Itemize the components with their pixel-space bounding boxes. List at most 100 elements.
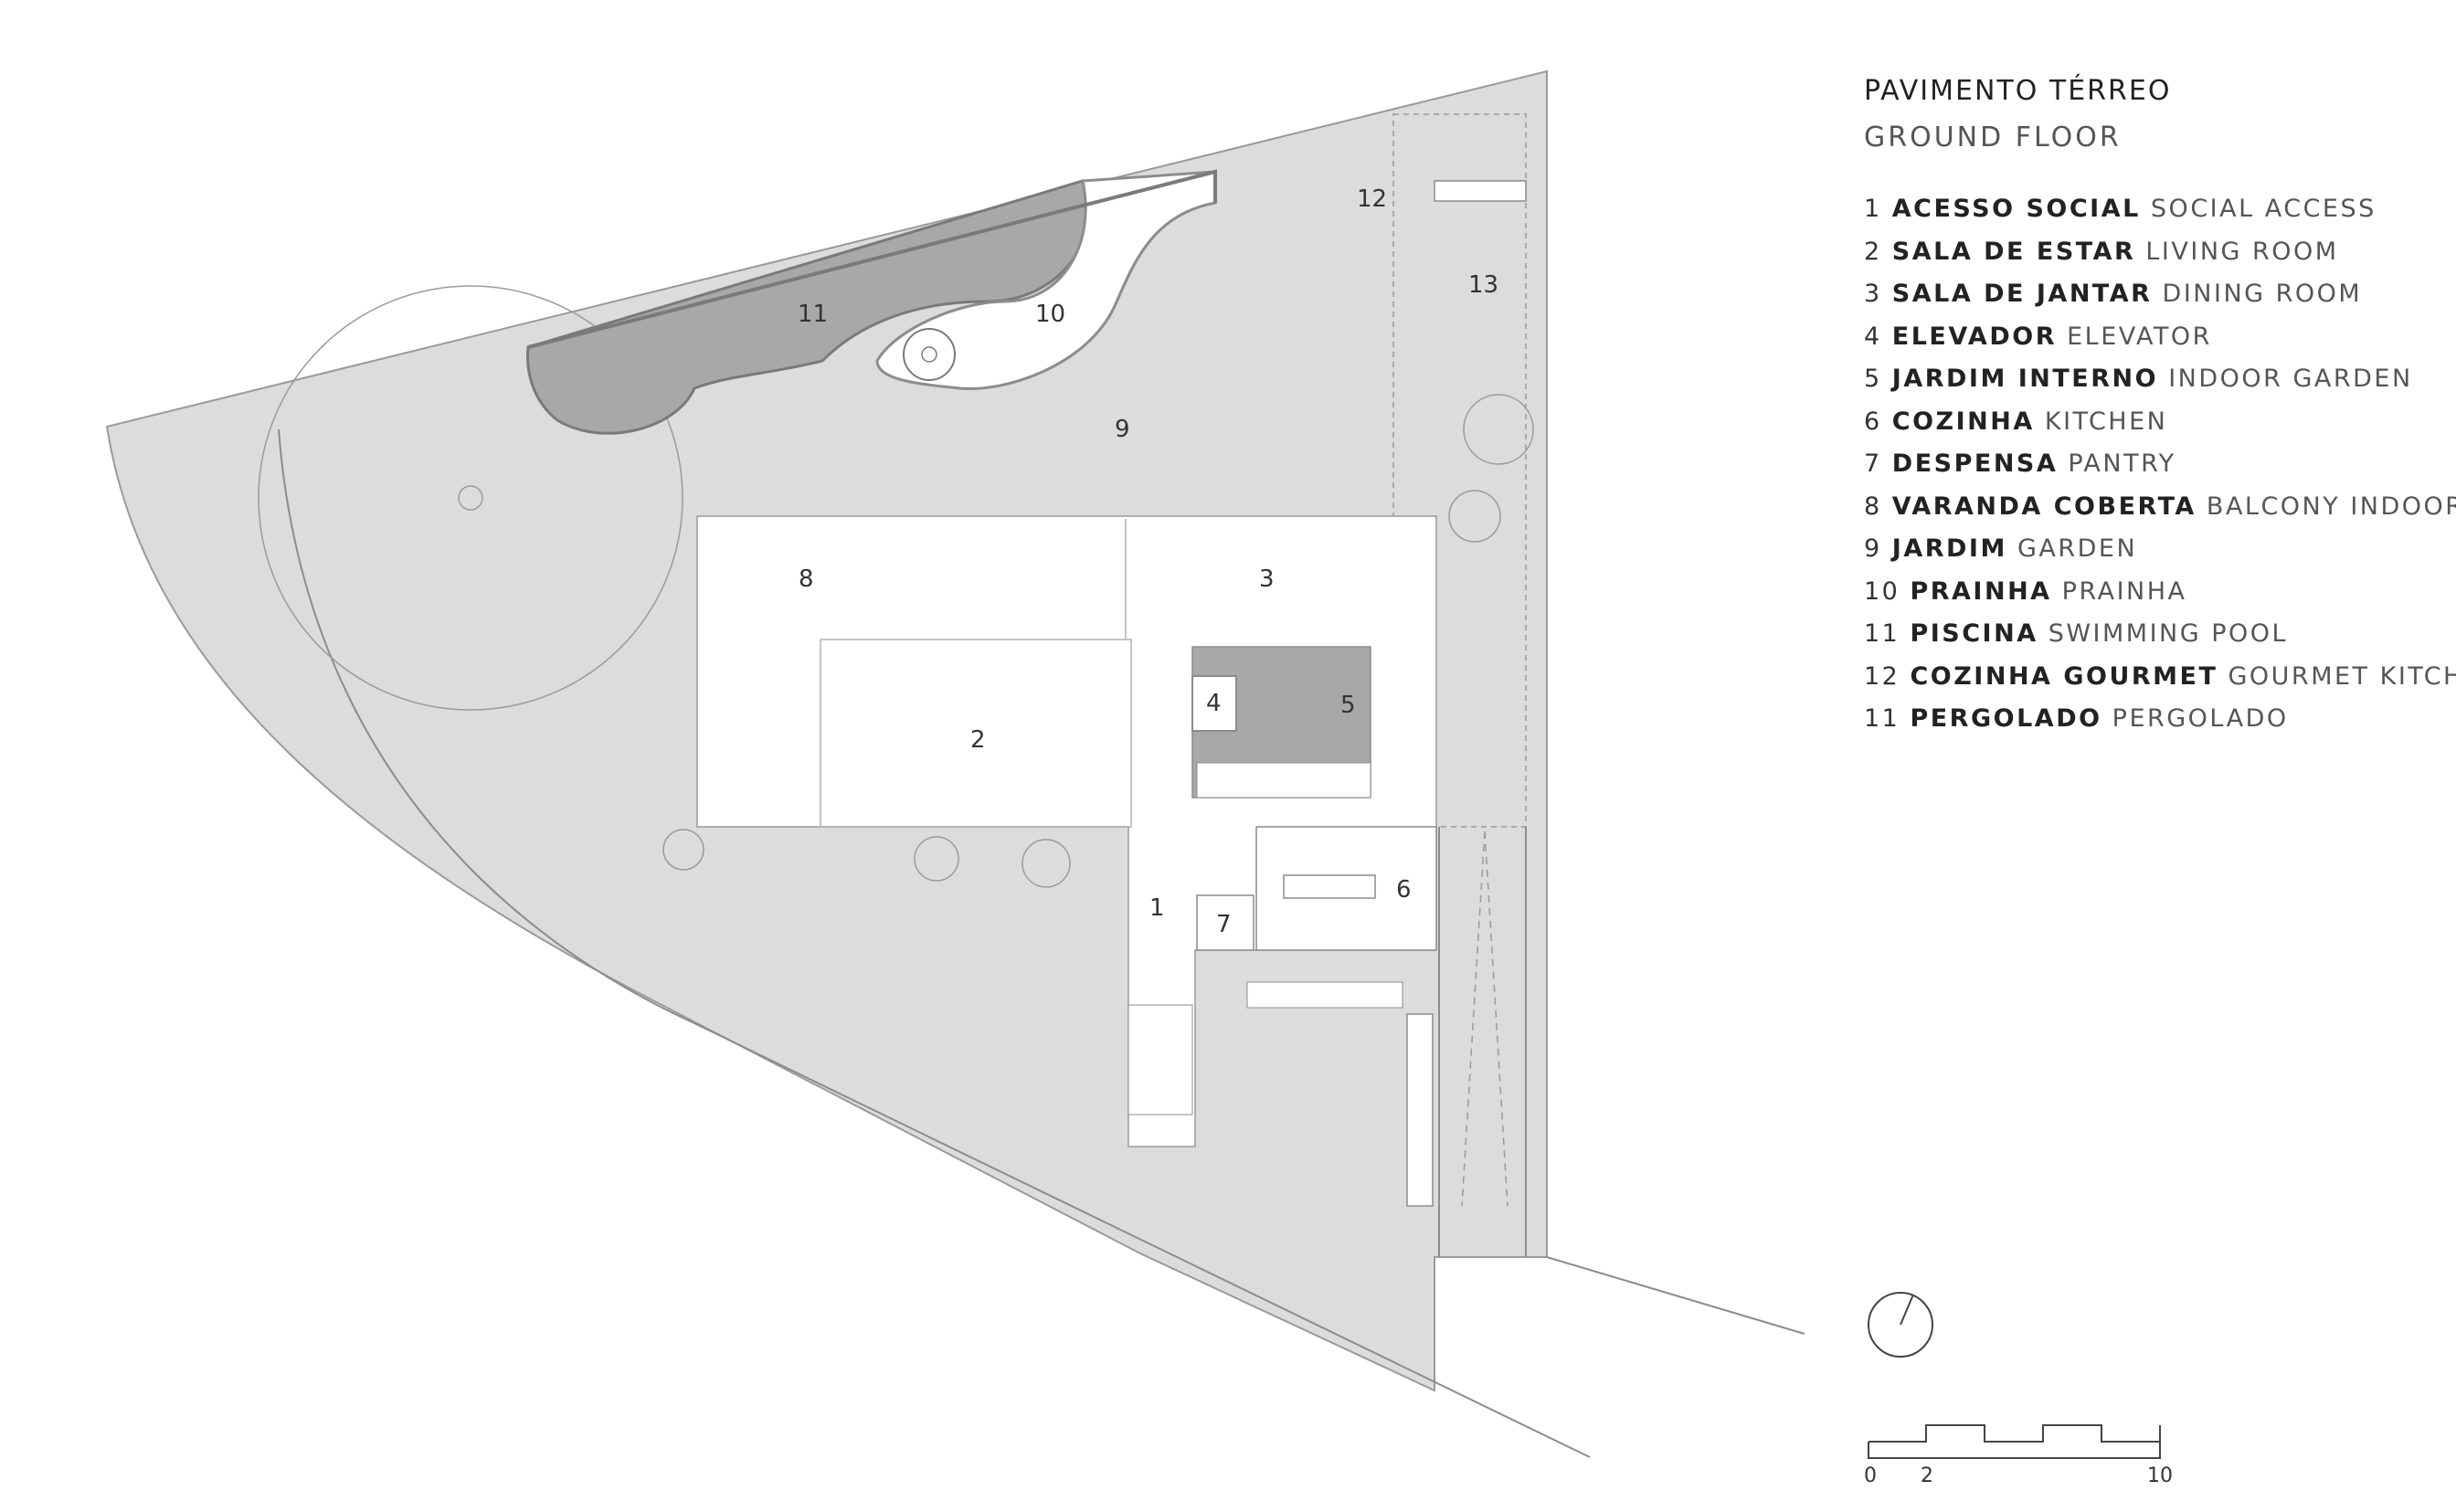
legend-num: 1 <box>1864 195 1882 223</box>
legend-pt: COZINHA GOURMET <box>1910 661 2218 691</box>
legend-num: 9 <box>1864 534 1882 563</box>
prainha-area <box>875 170 1217 391</box>
legend-en: KITCHEN <box>2044 407 2168 436</box>
legend-list: 1 ACESSO SOCIAL SOCIAL ACCESS 2 SALA DE … <box>1864 188 2456 741</box>
legend-en: LIVING ROOM <box>2145 237 2339 266</box>
legend-pt: ELEVADOR <box>1891 322 2057 351</box>
legend-en: GARDEN <box>2017 534 2138 563</box>
plan-subtitle: GROUND FLOOR <box>1864 122 2122 153</box>
scale-label-mid: 2 <box>1921 1464 1933 1487</box>
legend-item: 6 COZINHA KITCHEN <box>1864 401 2456 444</box>
legend-num: 11 <box>1864 704 1900 733</box>
legend-en: INDOOR GARDEN <box>2168 365 2413 393</box>
legend-en: PRAINHA <box>2061 576 2187 606</box>
legend-item: 3 SALA DE JANTAR DINING ROOM <box>1864 273 2456 316</box>
room-label-3: 3 <box>1259 566 1275 593</box>
legend-en: SWIMMING POOL <box>2048 619 2289 648</box>
legend-num: 7 <box>1864 449 1882 478</box>
north-arrow-icon <box>1868 1292 1933 1358</box>
room-label-11: 11 <box>798 301 828 328</box>
legend-pt: VARANDA COBERTA <box>1891 492 2197 521</box>
elevator-shaft <box>1191 675 1237 732</box>
legend-num: 11 <box>1864 619 1900 648</box>
legend: PAVIMENTO TÉRREO GROUND FLOOR 1 ACESSO S… <box>1864 75 2456 741</box>
legend-pt: COZINHA <box>1891 407 2035 436</box>
scale-label-end: 10 <box>2147 1464 2173 1487</box>
legend-num: 8 <box>1864 492 1882 521</box>
legend-pt: PERGOLADO <box>1910 704 2102 733</box>
spiral-stair-core <box>921 346 937 363</box>
kitchen <box>1255 826 1437 951</box>
room-label-2: 2 <box>970 726 986 754</box>
spiral-stair <box>903 328 956 381</box>
legend-item: 1 ACESSO SOCIAL SOCIAL ACCESS <box>1864 188 2456 231</box>
legend-item: 11 PERGOLADO PERGOLADO <box>1864 698 2456 741</box>
room-label-9: 9 <box>1115 416 1130 443</box>
room-label-8: 8 <box>799 566 814 593</box>
legend-item: 9 JARDIM GARDEN <box>1864 528 2456 571</box>
kitchen-island <box>1283 874 1376 899</box>
living-room-outline <box>820 639 1132 828</box>
tree-small <box>1022 839 1071 888</box>
gourmet-counter <box>1434 180 1527 202</box>
north-arrow-needle <box>1900 1294 1914 1326</box>
legend-pt: SALA DE ESTAR <box>1891 237 2136 266</box>
room-label-7: 7 <box>1216 911 1232 938</box>
room-label-10: 10 <box>1035 301 1065 328</box>
legend-num: 3 <box>1864 280 1882 308</box>
legend-en: GOURMET KITCHEN <box>2228 661 2456 691</box>
legend-en: PERGOLADO <box>2112 704 2289 733</box>
room-label-13: 13 <box>1468 271 1498 299</box>
tree-trunk <box>458 485 483 511</box>
tree-small <box>662 829 704 871</box>
legend-num: 10 <box>1864 576 1900 606</box>
driveway-dashed <box>1461 830 1509 1207</box>
legend-en: DINING ROOM <box>2162 280 2363 308</box>
legend-num: 4 <box>1864 322 1882 351</box>
pool-edge <box>527 169 1217 349</box>
legend-en: PANTRY <box>2068 449 2176 478</box>
legend-item: 12 COZINHA GOURMET GOURMET KITCHEN <box>1864 656 2456 699</box>
room-label-6: 6 <box>1396 876 1412 904</box>
legend-pt: PISCINA <box>1910 619 2038 648</box>
legend-pt: PRAINHA <box>1910 576 2052 606</box>
tree-small <box>914 836 959 882</box>
legend-pt: ACESSO SOCIAL <box>1891 195 2141 223</box>
legend-item: 11 PISCINA SWIMMING POOL <box>1864 613 2456 656</box>
legend-en: SOCIAL ACCESS <box>2150 195 2377 223</box>
pantry <box>1196 894 1254 951</box>
legend-pt: SALA DE JANTAR <box>1891 280 2153 308</box>
legend-en: BALCONY INDOOR <box>2206 492 2456 521</box>
legend-item: 7 DESPENSA PANTRY <box>1864 443 2456 486</box>
entry-stair <box>1127 1004 1193 1115</box>
legend-num: 6 <box>1864 407 1882 436</box>
legend-item: 10 PRAINHA PRAINHA <box>1864 571 2456 614</box>
plan-title: PAVIMENTO TÉRREO <box>1864 75 2172 107</box>
kitchen-stair <box>1246 981 1403 1009</box>
tree-small <box>1448 490 1501 543</box>
indoor-stair <box>1196 762 1371 798</box>
legend-item: 5 JARDIM INTERNO INDOOR GARDEN <box>1864 358 2456 401</box>
legend-item: 2 SALA DE ESTAR LIVING ROOM <box>1864 231 2456 274</box>
street-line <box>1546 1256 1805 1335</box>
room-label-12: 12 <box>1357 185 1387 213</box>
legend-num: 12 <box>1864 661 1900 691</box>
legend-pt: DESPENSA <box>1891 449 2059 478</box>
legend-pt: JARDIM <box>1891 534 2007 563</box>
swimming-pool <box>525 179 1090 435</box>
legend-item: 4 ELEVADOR ELEVATOR <box>1864 316 2456 359</box>
legend-en: ELEVATOR <box>2067 322 2212 351</box>
legend-item: 8 VARANDA COBERTA BALCONY INDOOR <box>1864 486 2456 529</box>
tree-canopy <box>258 285 683 711</box>
scale-bar <box>1868 1424 2161 1459</box>
bench-blocks <box>1406 1013 1434 1207</box>
scale-label-start: 0 <box>1864 1464 1877 1487</box>
legend-num: 5 <box>1864 365 1882 393</box>
driveway-curve <box>278 428 1591 1458</box>
room-label-1: 1 <box>1149 894 1165 922</box>
tree-small <box>1463 394 1534 465</box>
room-label-4: 4 <box>1206 690 1222 717</box>
room-label-5: 5 <box>1340 692 1356 719</box>
legend-num: 2 <box>1864 237 1882 266</box>
